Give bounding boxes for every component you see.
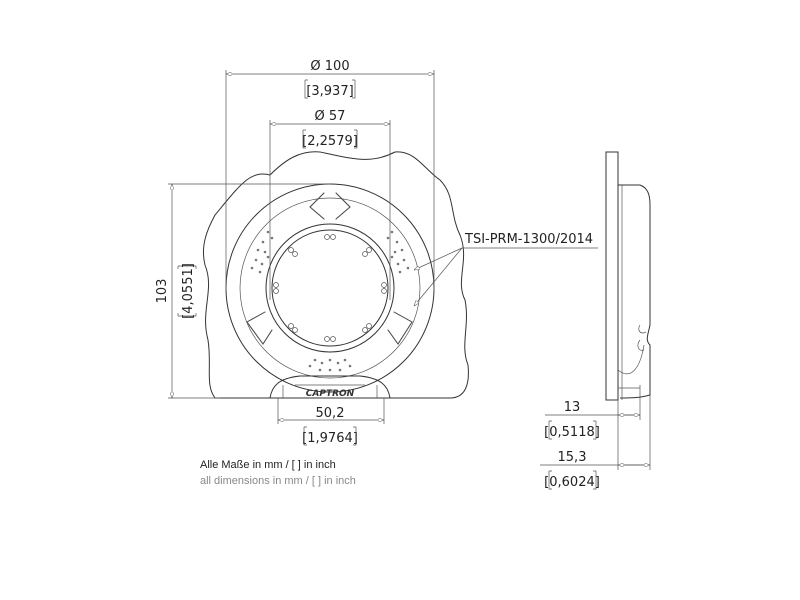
dim-inner-diameter-mm: Ø 57 [315,109,346,124]
dim-depth-total-inch: [0,6024] [544,475,600,490]
mounting-holes [273,234,387,342]
dim-base-width-mm: 50,2 [316,406,345,421]
chevron-right-icon [335,192,351,220]
plate-inner [271,229,389,347]
dimension-lines [168,70,435,446]
dim-depth-body-inch: [0,5118] [544,425,600,440]
dim-depth-body-mm: 13 [564,400,581,415]
dim-height-mm: 103 [155,279,170,304]
note-units-de: Alle Maße in mm / [ ] in inch [200,459,336,471]
chevron-left-icon [309,192,325,220]
dim-depth-total-mm: 15,3 [558,450,587,465]
dim-inner-diameter-inch: [2,2579] [302,134,358,149]
plate-ring [265,223,395,353]
chevron-right-inner [335,192,351,220]
dim-outer-diameter-inch: [3,937] [306,84,353,99]
dim-outer-diameter-mm: Ø 100 [310,59,349,74]
brand-logo: CAPTRON [306,389,355,399]
front-view: CAPTRON [202,151,469,399]
corner-right-inner [387,311,413,345]
note-units-en: all dimensions in mm / [ ] in inch [200,475,356,487]
callout-label: TSI-PRM-1300/2014 [464,232,593,247]
base-stand [269,375,391,399]
wavy-mounting-outline [202,151,469,399]
middle-ring [239,197,421,379]
side-view [540,151,651,490]
base-stand-detail [282,384,378,398]
chevron-left-inner [309,192,325,220]
sensor-dots [250,230,410,372]
callout-leader [414,247,598,306]
corner-left-inner [246,311,273,345]
dim-height-inch: [4,0551] [181,263,196,319]
dim-base-width-inch: [1,9764] [302,431,358,446]
